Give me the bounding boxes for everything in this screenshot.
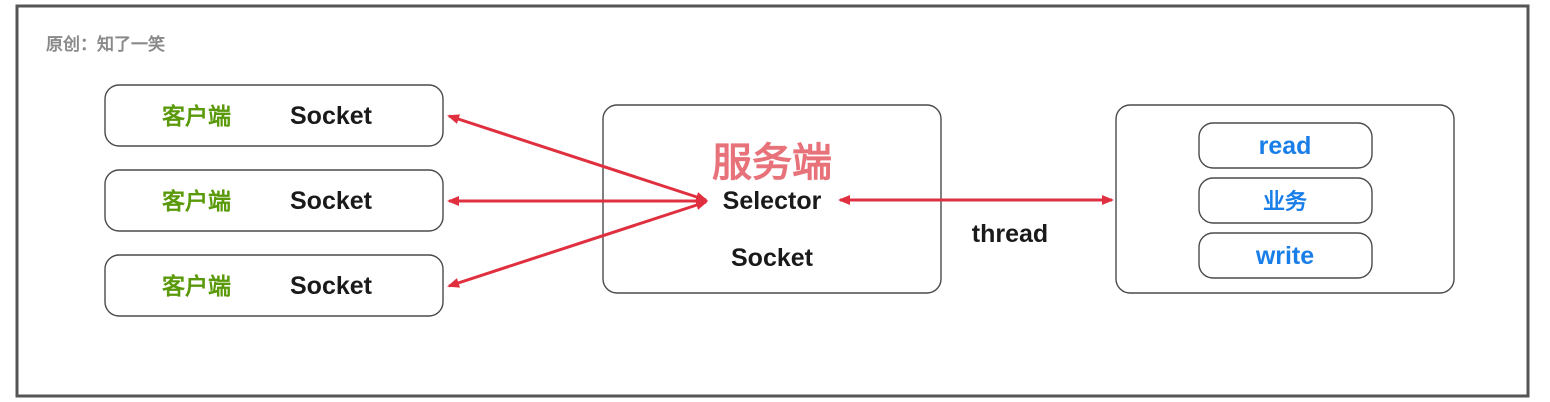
client-label: 客户端	[162, 273, 231, 300]
read-step-pill	[1198, 122, 1373, 169]
client-label: 客户端	[162, 188, 231, 215]
client-node-1: 客户端 Socket	[104, 84, 444, 147]
client-box	[104, 84, 444, 147]
client-box	[104, 169, 444, 232]
write-step-label: write	[1255, 242, 1314, 270]
thread-label: thread	[972, 220, 1048, 248]
client-socket-label: Socket	[290, 187, 373, 215]
client-node-3: 客户端 Socket	[104, 254, 444, 317]
business-step-label: 业务	[1263, 190, 1308, 215]
business-step-pill	[1198, 177, 1373, 224]
client-box	[104, 254, 444, 317]
write-step-pill	[1198, 232, 1373, 279]
read-step-label: read	[1259, 132, 1312, 160]
worker-node: read 业务 write	[1115, 104, 1455, 294]
client-label: 客户端	[162, 103, 231, 130]
author-caption: 原创：知了一笑	[46, 34, 165, 55]
client1-selector-arrow	[447, 114, 708, 202]
client3-selector-arrow	[447, 200, 708, 288]
selector-label: Selector	[723, 187, 822, 215]
client-node-2: 客户端 Socket	[104, 169, 444, 232]
client-socket-label: Socket	[290, 272, 373, 300]
server-socket-label: Socket	[731, 244, 814, 272]
client-socket-label: Socket	[290, 102, 373, 130]
server-title: 服务端	[712, 140, 832, 186]
